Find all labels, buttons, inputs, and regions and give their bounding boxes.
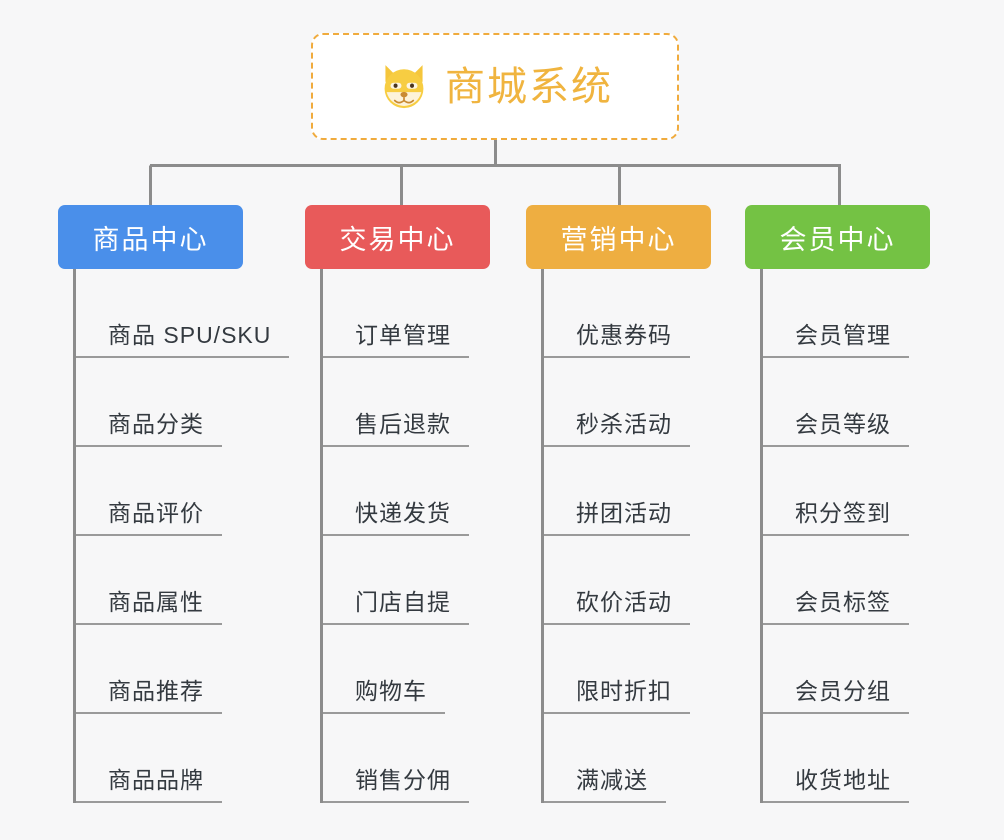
list-item[interactable]: 门店自提 (323, 536, 490, 625)
list-item[interactable]: 优惠券码 (544, 269, 711, 358)
category-header-label: 营销中心 (560, 224, 677, 255)
leaf-label: 会员分组 (763, 678, 909, 714)
list-item[interactable]: 会员分组 (763, 625, 930, 714)
list-item[interactable]: 拼团活动 (544, 447, 711, 536)
leaf-list-member: 会员管理 会员等级 积分签到 会员标签 会员分组 收货地址 (760, 269, 930, 803)
list-item[interactable]: 限时折扣 (544, 625, 711, 714)
leaf-label: 商品评价 (76, 500, 222, 536)
category-columns: 商品中心 商品 SPU/SKU 商品分类 商品评价 商品属性 商品推荐 (0, 205, 1004, 803)
leaf-label: 商品品牌 (76, 767, 222, 803)
list-item[interactable]: 会员管理 (763, 269, 930, 358)
leaf-label: 商品分类 (76, 411, 222, 447)
list-item[interactable]: 商品属性 (76, 536, 243, 625)
leaf-list-product: 商品 SPU/SKU 商品分类 商品评价 商品属性 商品推荐 商品品牌 (73, 269, 290, 803)
category-header-product[interactable]: 商品中心 (58, 205, 243, 269)
leaf-label: 限时折扣 (544, 678, 690, 714)
root-node[interactable]: 商城系统 (311, 33, 679, 140)
list-item[interactable]: 订单管理 (323, 269, 490, 358)
leaf-label: 商品推荐 (76, 678, 222, 714)
category-column-marketing: 营销中心 优惠券码 秒杀活动 拼团活动 砍价活动 限时折扣 (438, 205, 711, 803)
category-header-marketing[interactable]: 营销中心 (526, 205, 711, 269)
list-item[interactable]: 砍价活动 (544, 536, 711, 625)
list-item[interactable]: 快递发货 (323, 447, 490, 536)
leaf-label: 销售分佣 (323, 767, 469, 803)
list-item[interactable]: 购物车 (323, 625, 490, 714)
leaf-label: 会员等级 (763, 411, 909, 447)
category-header-label: 会员中心 (779, 224, 896, 255)
list-item[interactable]: 会员标签 (763, 536, 930, 625)
list-item[interactable]: 收货地址 (763, 714, 930, 803)
leaf-label: 购物车 (323, 678, 445, 714)
category-column-trade: 交易中心 订单管理 售后退款 快递发货 门店自提 购物车 (219, 205, 490, 803)
category-header-label: 交易中心 (339, 224, 456, 255)
leaf-label: 拼团活动 (544, 500, 690, 536)
list-item[interactable]: 商品评价 (76, 447, 243, 536)
list-item[interactable]: 积分签到 (763, 447, 930, 536)
root-title: 商城系统 (445, 64, 613, 109)
list-item[interactable]: 商品分类 (76, 358, 243, 447)
leaf-label: 门店自提 (323, 589, 469, 625)
category-header-label: 商品中心 (92, 224, 209, 255)
list-item[interactable]: 商品推荐 (76, 625, 243, 714)
category-header-member[interactable]: 会员中心 (745, 205, 930, 269)
leaf-label: 会员标签 (763, 589, 909, 625)
list-item[interactable]: 商品 SPU/SKU (76, 269, 290, 358)
list-item[interactable]: 售后退款 (323, 358, 490, 447)
leaf-label: 满减送 (544, 767, 666, 803)
leaf-label: 优惠券码 (544, 322, 690, 358)
leaf-label: 商品属性 (76, 589, 222, 625)
list-item[interactable]: 销售分佣 (323, 714, 490, 803)
leaf-label: 收货地址 (763, 767, 909, 803)
list-item[interactable]: 秒杀活动 (544, 358, 711, 447)
leaf-label: 商品 SPU/SKU (76, 322, 290, 358)
leaf-list-trade: 订单管理 售后退款 快递发货 门店自提 购物车 销售分佣 (320, 269, 490, 803)
category-header-trade[interactable]: 交易中心 (305, 205, 490, 269)
category-column-member: 会员中心 会员管理 会员等级 积分签到 会员标签 会员分组 (657, 205, 930, 803)
list-item[interactable]: 会员等级 (763, 358, 930, 447)
leaf-label: 积分签到 (763, 500, 909, 536)
category-column-product: 商品中心 商品 SPU/SKU 商品分类 商品评价 商品属性 商品推荐 (0, 205, 290, 803)
leaf-label: 砍价活动 (544, 589, 690, 625)
shiba-inu-dog-face-icon (384, 64, 424, 110)
leaf-label: 订单管理 (323, 322, 469, 358)
leaf-label: 会员管理 (763, 322, 909, 358)
list-item[interactable]: 商品品牌 (76, 714, 243, 803)
leaf-label: 售后退款 (323, 411, 469, 447)
list-item[interactable]: 满减送 (544, 714, 711, 803)
leaf-list-marketing: 优惠券码 秒杀活动 拼团活动 砍价活动 限时折扣 满减送 (541, 269, 711, 803)
leaf-label: 秒杀活动 (544, 411, 690, 447)
leaf-label: 快递发货 (323, 500, 469, 536)
